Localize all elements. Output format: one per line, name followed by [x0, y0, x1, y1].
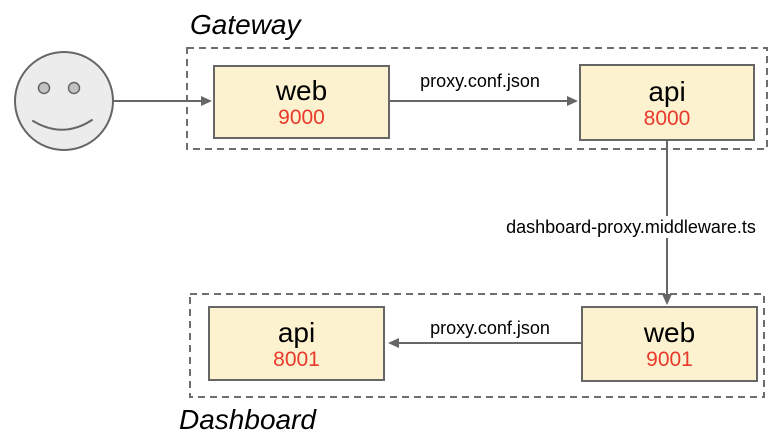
smiley-left-eye [37, 81, 51, 95]
gateway-group-label: Gateway [190, 9, 301, 40]
node-port: 9000 [278, 106, 325, 129]
edge-label-dashboard-proxy-middleware: dashboard-proxy.middleware.ts [503, 216, 759, 238]
dashboard-group-label: Dashboard [179, 404, 316, 435]
dashboard-group-box [189, 293, 765, 398]
node-port: 9001 [646, 348, 693, 371]
node-port: 8001 [273, 347, 320, 371]
node-name: web [643, 317, 696, 348]
node-name: api [277, 316, 316, 348]
smiley-mouth [32, 119, 93, 131]
edge-label-proxy-conf-gateway: proxy.conf.json [417, 70, 543, 92]
node-name: web [275, 75, 328, 106]
node-dashboard-api: api 8001 [208, 306, 385, 381]
smiley-right-eye [67, 81, 81, 95]
node-name: api [648, 75, 686, 107]
edge-label-proxy-conf-dashboard: proxy.conf.json [427, 317, 553, 339]
node-port: 8000 [643, 106, 691, 130]
node-gateway-web: web 9000 [213, 65, 390, 139]
smiley-head [14, 51, 114, 151]
smiley-face-icon [14, 51, 114, 151]
gateway-group-box [186, 47, 768, 150]
node-dashboard-web: web 9001 [581, 306, 758, 382]
node-gateway-api: api 8000 [579, 64, 755, 141]
